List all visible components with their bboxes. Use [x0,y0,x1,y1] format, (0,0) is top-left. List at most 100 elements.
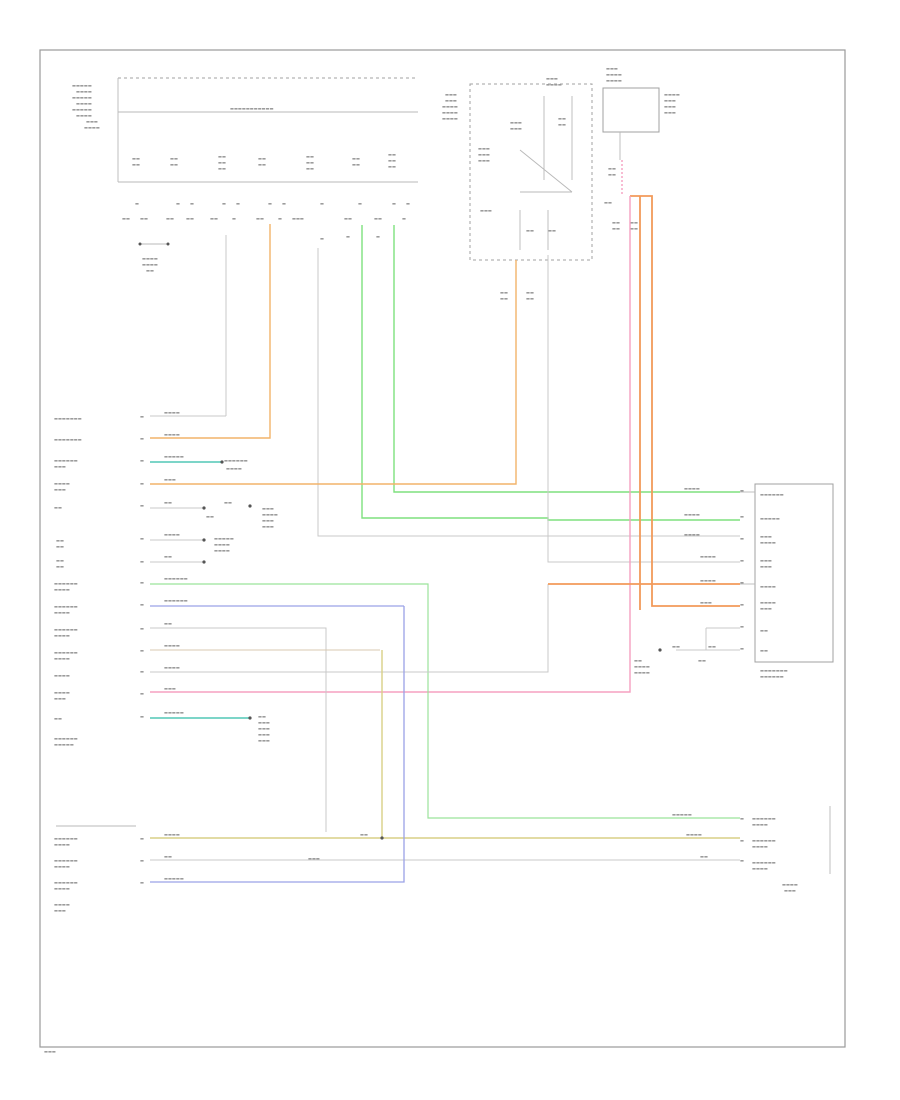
svg-text:▬▬▬: ▬▬▬ [510,120,522,125]
svg-text:▬▬: ▬▬ [256,216,264,221]
svg-text:▬▬▬: ▬▬▬ [86,119,98,124]
svg-text:▬: ▬ [140,648,144,653]
svg-text:▬▬▬▬: ▬▬▬▬ [54,481,70,486]
svg-text:▬▬▬: ▬▬▬ [258,738,270,743]
svg-text:▬▬▬▬: ▬▬▬▬ [546,82,562,87]
svg-text:▬▬: ▬▬ [210,216,218,221]
svg-text:▬▬: ▬▬ [306,160,314,165]
left-connector: ▬▬▬▬▬▬▬ ▬▬▬▬▬▬▬ ▬▬▬▬▬▬▬▬▬ ▬▬▬▬▬▬▬ ▬▬ ▬▬▬… [54,410,740,832]
svg-text:▬▬▬▬: ▬▬▬▬ [226,466,242,471]
svg-text:▬▬▬▬: ▬▬▬▬ [606,78,622,83]
svg-text:▬▬▬: ▬▬▬ [445,92,457,97]
svg-text:▬▬▬▬: ▬▬▬▬ [54,673,70,678]
svg-text:▬: ▬ [190,201,194,206]
svg-text:▬: ▬ [140,481,144,486]
svg-text:▬▬▬: ▬▬▬ [760,564,772,569]
svg-text:▬▬▬▬▬: ▬▬▬▬▬ [164,876,184,881]
svg-text:▬▬: ▬▬ [122,216,130,221]
svg-text:▬: ▬ [232,216,236,221]
svg-text:▬▬▬▬▬▬: ▬▬▬▬▬▬ [760,492,784,497]
svg-text:▬: ▬ [406,201,410,206]
svg-text:▬▬▬▬▬▬: ▬▬▬▬▬▬ [224,458,248,463]
svg-text:▬▬▬: ▬▬▬ [54,696,66,701]
svg-text:▬: ▬ [222,201,226,206]
svg-text:▬: ▬ [740,646,744,651]
svg-text:▬▬▬: ▬▬▬ [664,104,676,109]
svg-text:▬▬▬▬: ▬▬▬▬ [606,72,622,77]
svg-text:▬▬▬▬: ▬▬▬▬ [752,822,768,827]
diagram-frame [39,49,846,1048]
svg-text:▬▬▬▬: ▬▬▬▬ [442,116,458,121]
svg-text:▬▬: ▬▬ [388,164,396,169]
svg-text:▬▬: ▬▬ [132,156,140,161]
svg-text:▬▬▬▬▬: ▬▬▬▬▬ [72,95,92,100]
svg-text:▬▬▬▬▬▬: ▬▬▬▬▬▬ [164,598,188,603]
svg-text:▬: ▬ [140,691,144,696]
svg-text:▬▬▬▬▬: ▬▬▬▬▬ [164,710,184,715]
svg-text:▬▬▬▬: ▬▬▬▬ [54,656,70,661]
svg-text:▬▬▬▬▬▬▬: ▬▬▬▬▬▬▬ [54,437,82,442]
svg-text:▬▬▬▬: ▬▬▬▬ [164,532,180,537]
svg-text:▬▬: ▬▬ [218,154,226,159]
svg-text:▬▬▬: ▬▬▬ [262,506,274,511]
svg-text:▬▬▬▬: ▬▬▬▬ [760,600,776,605]
svg-text:▬▬: ▬▬ [166,216,174,221]
svg-text:▬▬▬: ▬▬▬ [510,126,522,131]
svg-text:▬▬▬: ▬▬▬ [700,600,712,605]
svg-text:▬▬: ▬▬ [500,290,508,295]
svg-text:▬▬▬: ▬▬▬ [760,606,772,611]
svg-text:▬▬: ▬▬ [218,166,226,171]
svg-text:▬▬: ▬▬ [526,228,534,233]
svg-text:▬▬: ▬▬ [374,216,382,221]
svg-text:▬▬▬▬: ▬▬▬▬ [54,864,70,869]
svg-text:▬▬▬: ▬▬▬ [308,856,320,861]
svg-text:▬▬: ▬▬ [360,832,368,837]
svg-text:▬: ▬ [740,536,744,541]
svg-text:▬▬▬▬: ▬▬▬▬ [54,886,70,891]
svg-text:▬▬▬▬: ▬▬▬▬ [164,832,180,837]
svg-text:▬: ▬ [740,624,744,629]
svg-text:▬: ▬ [282,201,286,206]
svg-text:▬▬: ▬▬ [164,854,172,859]
svg-text:▬▬: ▬▬ [630,220,638,225]
svg-text:▬: ▬ [140,714,144,719]
svg-text:▬▬▬: ▬▬▬ [606,66,618,71]
svg-text:▬▬▬▬▬▬: ▬▬▬▬▬▬ [54,650,78,655]
svg-text:▬▬▬▬▬▬: ▬▬▬▬▬▬ [54,736,78,741]
bottom-right-connector: ▬▬▬▬▬▬▬▬▬▬ ▬▬▬▬▬▬▬▬▬▬ ▬▬▬▬▬▬▬▬▬▬ ▬▬▬▬▬▬▬… [672,806,831,893]
svg-text:▬▬▬▬: ▬▬▬▬ [142,262,158,267]
svg-text:▬▬▬: ▬▬▬ [258,720,270,725]
svg-text:▬: ▬ [140,626,144,631]
svg-text:▬▬: ▬▬ [608,172,616,177]
svg-text:▬▬▬▬: ▬▬▬▬ [634,664,650,669]
svg-text:▬▬▬▬: ▬▬▬▬ [76,101,92,106]
svg-text:▬▬▬▬▬▬▬: ▬▬▬▬▬▬▬ [54,416,82,421]
svg-text:▬▬▬▬: ▬▬▬▬ [54,610,70,615]
svg-text:▬▬▬▬: ▬▬▬▬ [214,548,230,553]
svg-text:▬▬▬▬▬▬: ▬▬▬▬▬▬ [760,674,784,679]
svg-text:▬▬: ▬▬ [56,538,64,543]
svg-text:▬▬: ▬▬ [164,621,172,626]
svg-text:▬: ▬ [740,580,744,585]
svg-text:▬: ▬ [740,488,744,493]
svg-text:▬: ▬ [376,234,380,239]
svg-text:▬▬: ▬▬ [698,658,706,663]
svg-text:▬▬: ▬▬ [548,228,556,233]
svg-text:▬▬▬▬: ▬▬▬▬ [752,844,768,849]
svg-text:▬: ▬ [392,201,396,206]
svg-text:▬: ▬ [140,880,144,885]
svg-text:▬: ▬ [140,669,144,674]
svg-text:▬▬: ▬▬ [388,152,396,157]
svg-text:▬: ▬ [740,558,744,563]
svg-text:▬▬▬: ▬▬▬ [164,477,176,482]
svg-text:▬: ▬ [140,858,144,863]
svg-text:▬: ▬ [740,838,744,843]
svg-text:▬: ▬ [320,236,324,241]
svg-text:▬▬▬▬: ▬▬▬▬ [760,584,776,589]
svg-text:▬▬: ▬▬ [388,158,396,163]
svg-text:▬▬▬: ▬▬▬ [258,732,270,737]
svg-text:▬: ▬ [740,858,744,863]
svg-text:▬: ▬ [140,559,144,564]
svg-text:▬: ▬ [140,503,144,508]
